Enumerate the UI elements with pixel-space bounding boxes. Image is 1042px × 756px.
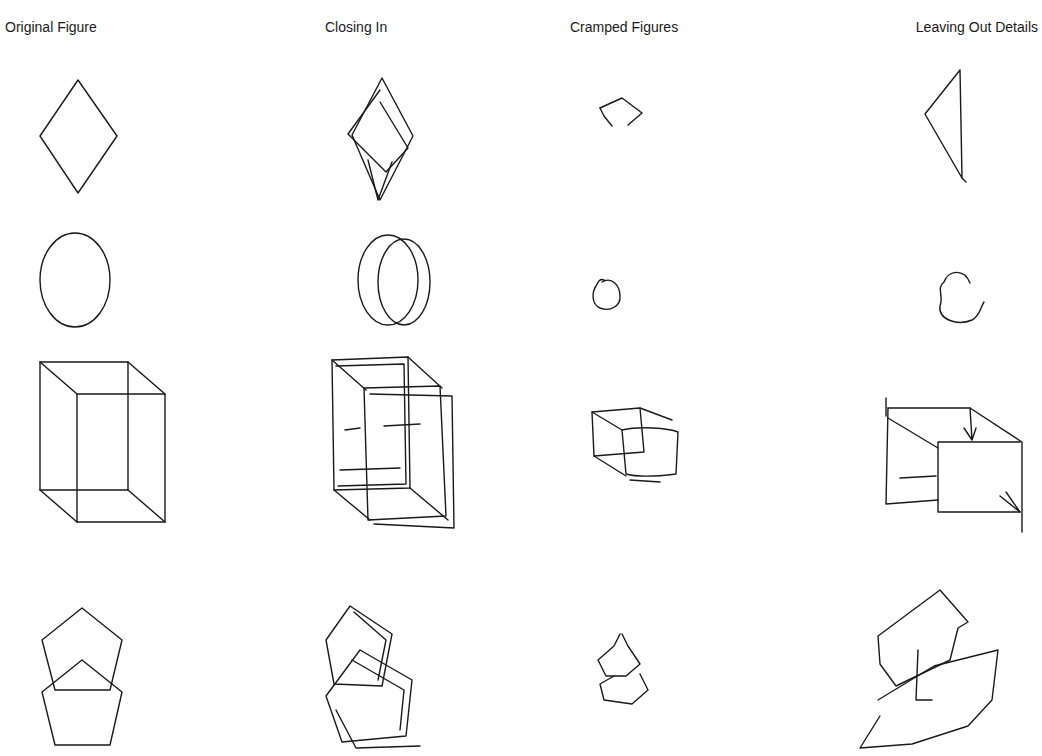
- column-heading: Cramped Figures: [570, 19, 678, 35]
- diamond-stroke: [348, 90, 408, 172]
- leaving-out-circle: [940, 272, 984, 322]
- cramped-diamond: [600, 98, 642, 126]
- pentagon-outline: [42, 608, 122, 690]
- quad-stroke: [878, 590, 968, 686]
- cube-face: [370, 394, 454, 528]
- circle-stroke: [940, 272, 984, 322]
- closing-in-cube: [332, 357, 454, 528]
- diamond-stroke: [600, 98, 642, 125]
- pentagon-stroke: [326, 650, 412, 742]
- cramped-cube: [592, 408, 678, 482]
- original-diamond: [40, 80, 117, 193]
- cube-edges: [40, 362, 165, 522]
- column-heading: Original Figure: [5, 19, 97, 35]
- cube-edges: [592, 408, 672, 482]
- original-pentagons: [42, 608, 122, 745]
- leaving-out-diamond: [925, 70, 966, 182]
- quad-stroke: [916, 650, 932, 700]
- pentagon-stroke: [326, 606, 392, 686]
- cube-edges: [886, 408, 938, 504]
- cramped-pentagons: [598, 634, 648, 704]
- cube-face: [77, 394, 165, 522]
- pentagon-stroke: [598, 634, 640, 676]
- pentagon-stroke: [352, 660, 404, 730]
- triangle-stroke: [925, 70, 962, 178]
- cube-face: [40, 362, 128, 490]
- pentagon-outline: [42, 660, 122, 745]
- original-circle: [40, 233, 110, 327]
- cube-edges: [345, 424, 420, 430]
- circle-outline: [40, 233, 110, 327]
- column-heading: Closing In: [325, 19, 387, 35]
- closing-in-pentagons: [326, 606, 420, 748]
- closing-in-diamond: [348, 78, 413, 200]
- closing-in-circle: [358, 235, 430, 325]
- original-cube: [40, 362, 165, 522]
- cube-face: [592, 408, 644, 456]
- circle-stroke: [593, 279, 620, 309]
- leaving-out-cube: [886, 398, 1022, 532]
- cube-face: [364, 386, 446, 520]
- pentagon-stroke: [336, 710, 420, 748]
- diamond-stroke: [600, 108, 612, 126]
- diamond-outline: [40, 80, 117, 193]
- column-heading: Leaving Out Details: [916, 19, 1038, 35]
- cube-edges: [886, 398, 1022, 532]
- leaving-out-pentagons: [860, 590, 998, 748]
- diamond-stroke: [368, 160, 392, 200]
- cramped-circle: [593, 279, 620, 309]
- cube-face: [622, 428, 678, 476]
- cube-edges: [332, 357, 448, 520]
- pentagon-stroke: [600, 674, 648, 704]
- triangle-stroke: [962, 178, 966, 182]
- circle-stroke: [378, 239, 430, 325]
- quad-stroke: [860, 650, 998, 748]
- diamond-stroke: [352, 78, 413, 200]
- cube-edges: [888, 408, 1020, 512]
